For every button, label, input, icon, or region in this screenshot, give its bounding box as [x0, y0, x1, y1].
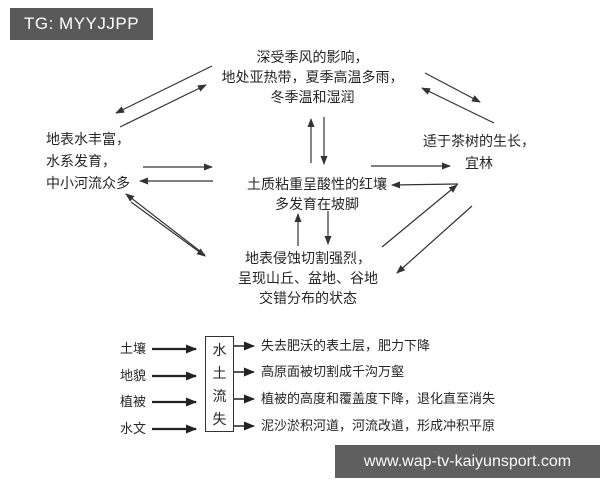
arrow-terrain-to-tea [381, 184, 458, 248]
node-terrain-line1: 地表侵蚀切割强烈， [245, 250, 371, 266]
node-terrain-line2: 呈现山丘、盆地、谷地 [238, 270, 378, 286]
watermark-telegram: TG: MYYJJPP [10, 8, 154, 40]
node-tea-forest: 适于茶树的生长， 宜林 [403, 130, 555, 174]
arrow-tea-to-terrain [396, 205, 473, 274]
erosion-box: 水土流失 [205, 336, 234, 432]
erosion-box-label: 水土流失 [212, 342, 227, 427]
node-climate-line2: 地处亚热带，夏季高温多雨， [221, 69, 404, 85]
node-climate: 深受季风的影响， 地处亚热带，夏季高温多雨， 冬季温和湿润 [205, 47, 420, 107]
effect-vegetation-degrade: 植被的高度和覆盖度下降，退化直至消失 [261, 391, 496, 406]
node-red-soil-line1: 土质粘重呈酸性的红壤 [247, 176, 387, 192]
factor-vegetation: 植被 [120, 394, 147, 409]
effect-topsoil-loss: 失去肥沃的表土层，肥力下降 [261, 338, 431, 353]
arrow-terrain-to-water [125, 193, 206, 256]
arrow-tea-to-soil [391, 181, 459, 189]
node-tea-forest-line1: 适于茶树的生长， [423, 133, 535, 149]
watermark-website: www.wap-tv-kaiyunsport.com [335, 445, 600, 478]
arrow-climate-to-tea [424, 72, 481, 103]
node-tea-forest-line2: 宜林 [465, 155, 493, 171]
node-surface-water-line1: 地表水丰富， [46, 131, 130, 147]
node-surface-water-line2: 水系发育， [46, 153, 116, 169]
arrow-climate-to-water [115, 65, 213, 114]
node-climate-line3: 冬季温和湿润 [270, 89, 355, 105]
node-terrain: 地表侵蚀切割强烈， 呈现山丘、盆地、谷地 交错分布的状态 [220, 248, 396, 308]
node-red-soil-line2: 多发育在坡脚 [275, 196, 359, 212]
arrow-tea-to-climate [421, 87, 495, 124]
effect-silt-rivers: 泥沙淤积河道，河流改道，形成冲积平原 [261, 418, 496, 433]
node-terrain-line3: 交错分布的状态 [259, 290, 357, 306]
arrow-water-to-terrain [130, 201, 206, 257]
factor-landform: 地貌 [120, 368, 147, 383]
node-surface-water-line3: 中小河流众多 [46, 175, 130, 191]
factor-hydrology: 水文 [120, 421, 147, 436]
node-red-soil: 土质粘重呈酸性的红壤 多发育在坡脚 [222, 174, 412, 214]
factor-soil: 土壤 [120, 341, 147, 356]
arrow-water-to-climate [119, 84, 207, 128]
node-surface-water: 地表水丰富， 水系发育， 中小河流众多 [46, 128, 130, 194]
effect-gullies: 高原面被切割成千沟万壑 [261, 364, 405, 379]
node-climate-line1: 深受季风的影响， [256, 49, 369, 65]
